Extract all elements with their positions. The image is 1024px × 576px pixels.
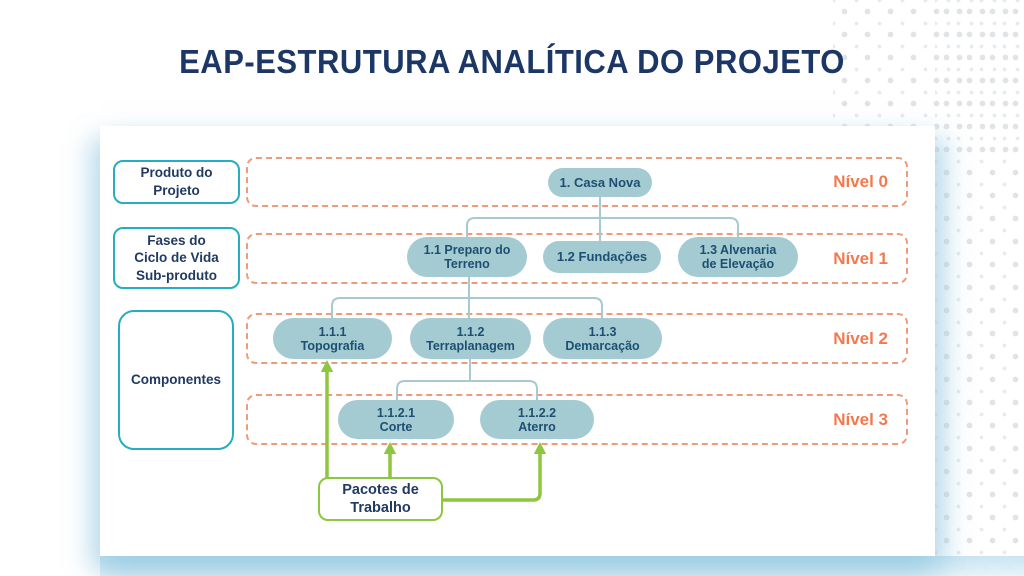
legend-product-box: Produto do Projeto [113, 160, 240, 204]
node-label: Topografia [300, 338, 365, 353]
node-label: 1.1.2 [456, 324, 485, 339]
node-fundacoes: 1.2 Fundações [543, 241, 661, 273]
node-demarcacao: 1.1.3 Demarcação [543, 318, 662, 359]
node-label: 1.1.3 [588, 324, 617, 339]
level-label-0: Nível 0 [833, 172, 888, 191]
page-title: EAP-ESTRUTURA ANALÍTICA DO PROJETO [179, 42, 845, 81]
legend-product-line2: Projeto [153, 183, 200, 198]
legend-components-label: Componentes [130, 372, 221, 388]
legend-phases-box: Fases do Ciclo de Vida Sub-produto [113, 227, 240, 289]
node-label: 1.3 Alvenaria [699, 243, 777, 257]
node-casa-nova: 1. Casa Nova [548, 168, 652, 197]
node-corte: 1.1.2.1 Corte [338, 400, 454, 439]
node-aterro: 1.1.2.2 Aterro [480, 400, 594, 439]
node-label: 1.2 Fundações [556, 249, 648, 264]
legend-phases-line3: Sub-produto [136, 267, 217, 283]
node-label: 1.1 Preparo do [423, 243, 511, 257]
node-topografia: 1.1.1 Topografia [273, 318, 392, 359]
level-label-2: Nível 2 [833, 328, 888, 348]
node-label: Demarcação [565, 338, 640, 353]
halftone-dots-bottom [100, 556, 1024, 576]
legend-phases-line1: Fases do [147, 232, 206, 248]
halftone-dots-right [935, 0, 1024, 576]
node-label: Terreno [444, 257, 490, 271]
node-label: de Elevação [701, 257, 775, 271]
legend-phases-line2: Ciclo de Vida [134, 250, 219, 266]
node-label: Corte [379, 419, 413, 434]
legend-components-box: Componentes [118, 310, 234, 450]
legend-work-packages-box: Pacotes de Trabalho [318, 477, 443, 521]
level-label-3: Nível 3 [833, 409, 888, 429]
legend-product-line1: Produto do [140, 165, 213, 181]
level-label-1: Nível 1 [833, 248, 888, 268]
work-packages-line2: Trabalho [350, 500, 411, 516]
node-label: 1.1.2.1 [376, 405, 416, 420]
node-label: 1.1.2.2 [517, 405, 557, 420]
node-label: 1.1.1 [318, 324, 347, 339]
node-label: Aterro [518, 419, 556, 434]
node-alvenaria-de-elevacao: 1.3 Alvenaria de Elevação [678, 237, 798, 277]
node-terraplanagem: 1.1.2 Terraplanagem [410, 318, 531, 359]
node-label: Terraplanagem [426, 338, 515, 353]
level-band-0: Nível 0 [246, 157, 908, 207]
node-preparo-do-terreno: 1.1 Preparo do Terreno [407, 237, 527, 277]
node-label: 1. Casa Nova [559, 174, 641, 190]
work-packages-line1: Pacotes de [342, 481, 419, 498]
level-band-3: Nível 3 [246, 394, 908, 445]
